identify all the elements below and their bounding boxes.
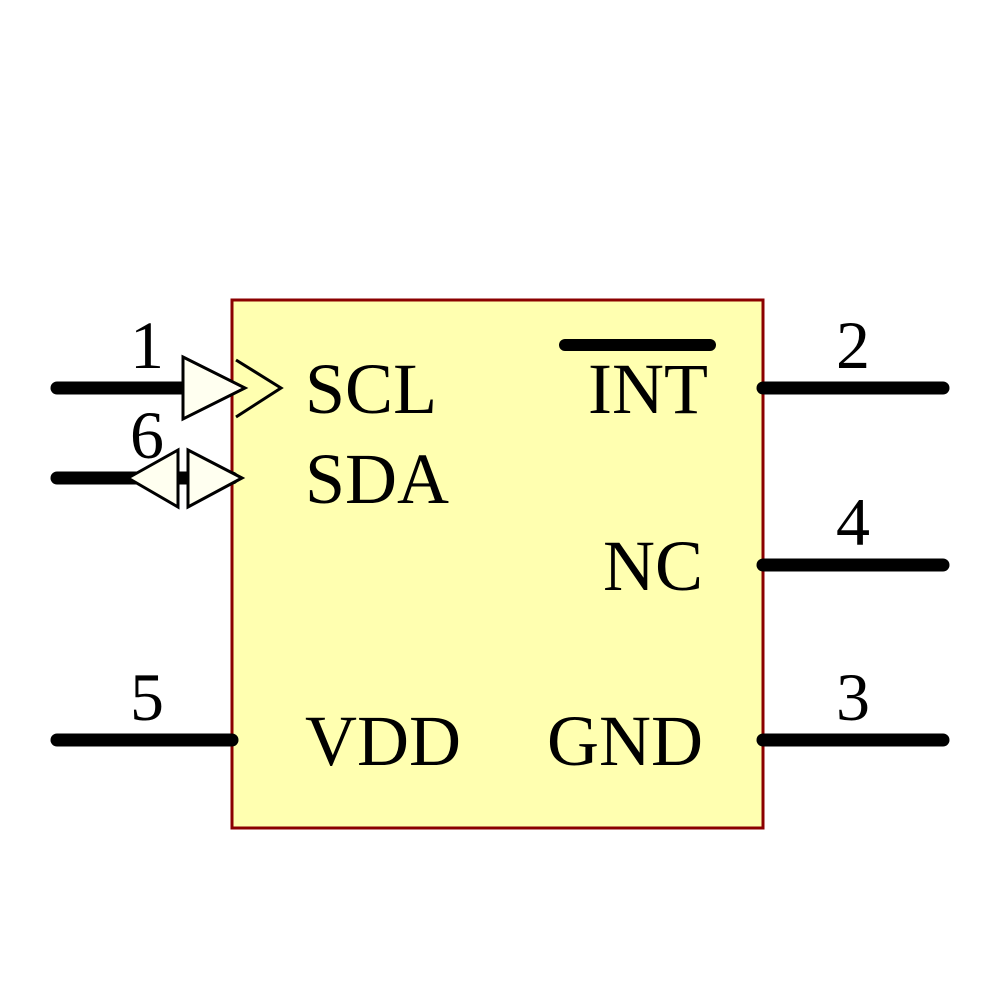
pin-label-nc: NC: [603, 526, 703, 606]
pin-1-clock-chevron-icon: [235, 358, 284, 419]
pin-1-scl[interactable]: [50, 354, 284, 422]
component-body[interactable]: [230, 298, 765, 830]
pin-6-sda[interactable]: [50, 447, 246, 510]
pin-1-input-arrow-icon: [181, 354, 249, 422]
pin-number-4: 4: [836, 484, 870, 560]
pin-label-vdd: VDD: [305, 701, 461, 781]
pin-label-scl: SCL: [305, 349, 437, 429]
pin-number-2: 2: [836, 307, 870, 383]
pin-number-6: 6: [130, 397, 164, 473]
pin-6-left-arrow-icon: [124, 447, 180, 510]
pin-label-int: INT: [588, 349, 708, 429]
pin-6-right-arrow-icon: [186, 447, 246, 510]
pin-label-gnd: GND: [547, 701, 703, 781]
pin-label-sda: SDA: [305, 439, 449, 519]
pin-number-1: 1: [130, 307, 164, 383]
pin-number-5: 5: [130, 659, 164, 735]
pin-number-3: 3: [836, 659, 870, 735]
